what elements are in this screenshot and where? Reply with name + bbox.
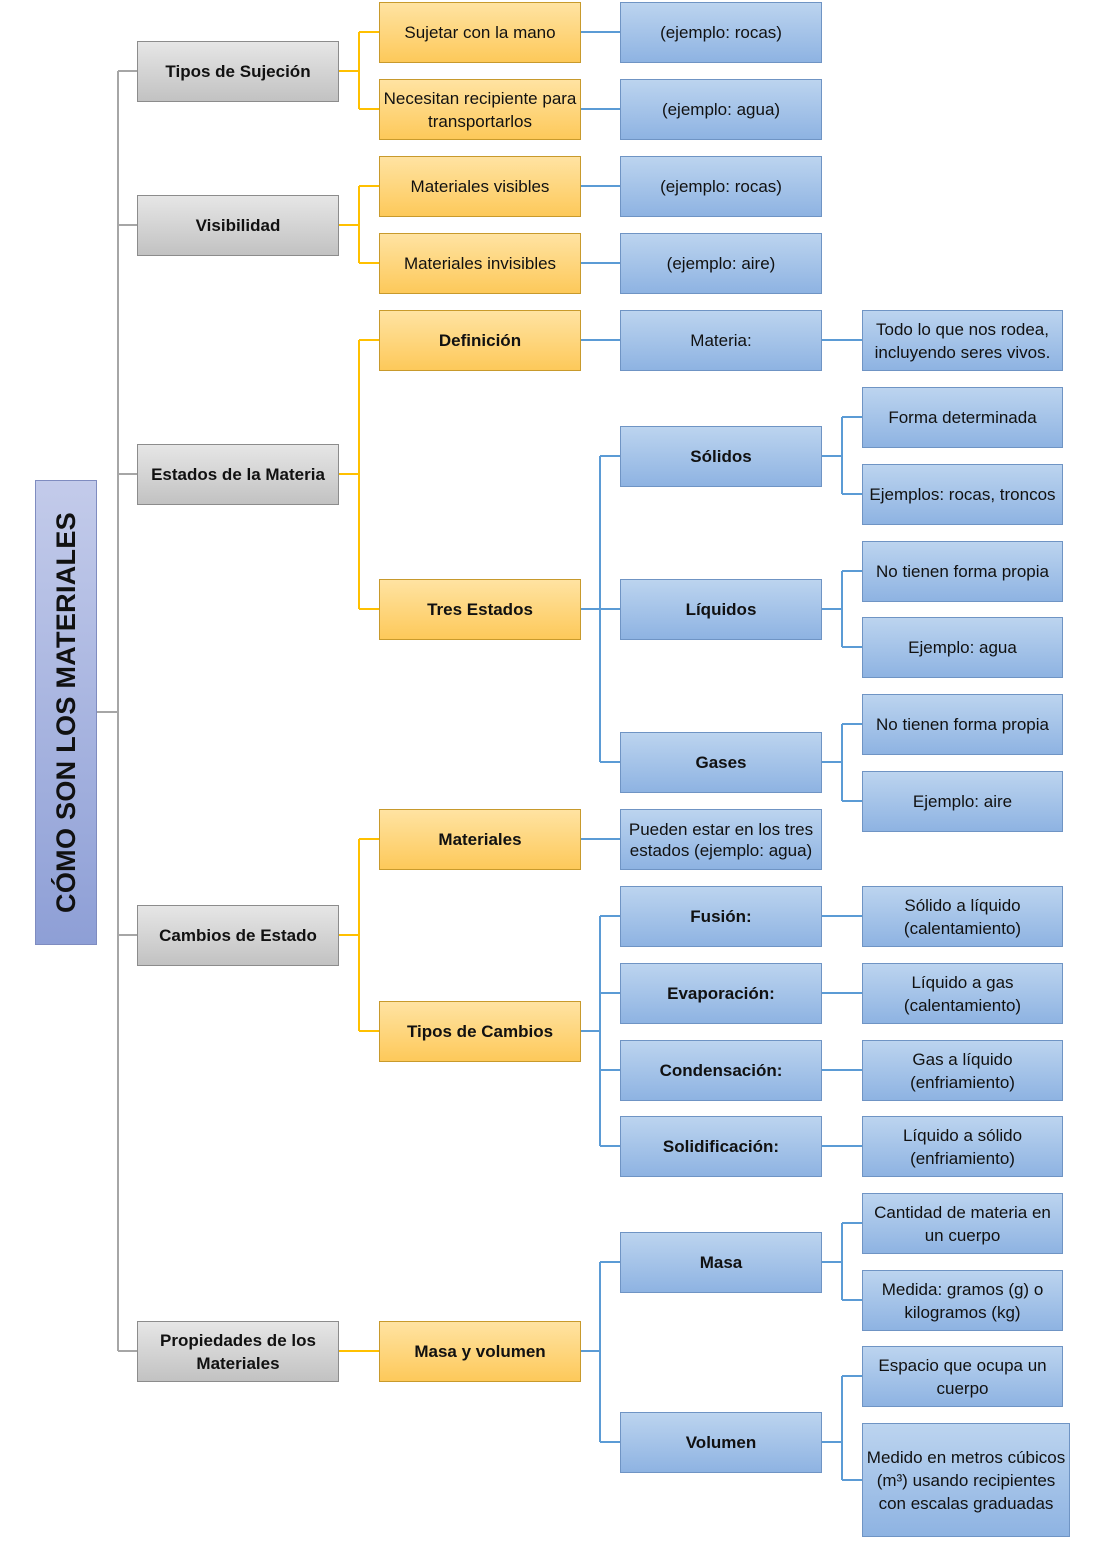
node-ejemplo-rocas-1-label: (ejemplo: rocas) (660, 23, 782, 42)
node-materia-label: Materia: (690, 331, 752, 350)
node-forma-determinada-label: Forma determinada (888, 408, 1037, 427)
node-materia-definicion: Todo lo que nos rodea, incluyendo seres … (862, 310, 1063, 371)
node-ejemplo-agua: (ejemplo: agua) (620, 79, 822, 140)
node-ejemplo-aire: (ejemplo: aire) (620, 233, 822, 294)
node-solidificacion-desc: Líquido a sólido (enfriamiento) (862, 1116, 1063, 1177)
node-medida-gramos-label: Medida: gramos (g) o kilogramos (kg) (881, 1279, 1044, 1322)
node-visibilidad: Visibilidad (137, 195, 339, 256)
node-estados-materia-label: Estados de la Materia (151, 465, 325, 484)
node-tipos-cambios: Tipos de Cambios (379, 1001, 581, 1062)
node-condensacion: Condensación: (620, 1040, 822, 1101)
node-ejemplo-aire-label: (ejemplo: aire) (666, 254, 776, 273)
node-liquidos-forma: No tienen forma propia (862, 541, 1063, 602)
node-masa: Masa (620, 1232, 822, 1293)
node-gases: Gases (620, 732, 822, 793)
node-fusion-label: Fusión: (690, 907, 752, 926)
node-evaporacion-label: Evaporación: (667, 984, 775, 1003)
node-medido-metros: Medido en metros cúbicos (m³) usando rec… (862, 1423, 1070, 1537)
node-materiales: Materiales (379, 809, 581, 870)
node-definicion-label: Definición (438, 331, 522, 350)
node-evaporacion-desc-label: Líquido a gas (calentamiento) (903, 972, 1022, 1015)
node-ejemplos-rocas-troncos: Ejemplos: rocas, troncos (862, 464, 1063, 525)
node-condensacion-desc: Gas a líquido (enfriamiento) (862, 1040, 1063, 1101)
node-medida-gramos: Medida: gramos (g) o kilogramos (kg) (862, 1270, 1063, 1331)
node-materiales-label: Materiales (438, 830, 522, 849)
node-ejemplo-agua-liquidos-label: Ejemplo: agua (908, 638, 1017, 657)
node-volumen-label: Volumen (685, 1433, 757, 1452)
node-evaporacion-desc: Líquido a gas (calentamiento) (862, 963, 1063, 1024)
node-fusion-desc-label: Sólido a líquido (calentamiento) (903, 895, 1022, 938)
node-liquidos: Líquidos (620, 579, 822, 640)
node-cambios-estado: Cambios de Estado (137, 905, 339, 966)
node-cantidad-materia-label: Cantidad de materia en un cuerpo (874, 1202, 1051, 1245)
node-cambios-estado-label: Cambios de Estado (159, 926, 317, 945)
node-masa-volumen-label: Masa y volumen (414, 1342, 546, 1361)
node-masa-label: Masa (699, 1253, 743, 1272)
node-liquidos-forma-label: No tienen forma propia (876, 562, 1049, 581)
node-solidificacion-desc-label: Líquido a sólido (enfriamiento) (902, 1125, 1023, 1168)
node-condensacion-label: Condensación: (659, 1061, 783, 1080)
node-tipos-cambios-label: Tipos de Cambios (406, 1022, 554, 1041)
node-solidos: Sólidos (620, 426, 822, 487)
node-materia-definicion-label: Todo lo que nos rodea, incluyendo seres … (874, 319, 1051, 362)
node-materiales-invisibles: Materiales invisibles (379, 233, 581, 294)
node-medido-metros-label: Medido en metros cúbicos (m³) usando rec… (866, 1447, 1066, 1513)
node-materiales-visibles-label: Materiales visibles (410, 177, 550, 196)
node-fusion: Fusión: (620, 886, 822, 947)
node-cantidad-materia: Cantidad de materia en un cuerpo (862, 1193, 1063, 1254)
node-pueden-estar-label: Pueden estar en los tres estados (ejempl… (628, 819, 814, 860)
node-pueden-estar: Pueden estar en los tres estados (ejempl… (620, 809, 822, 870)
node-espacio-ocupa-label: Espacio que ocupa un cuerpo (878, 1355, 1047, 1398)
node-fusion-desc: Sólido a líquido (calentamiento) (862, 886, 1063, 947)
node-liquidos-label: Líquidos (685, 600, 757, 619)
node-ejemplo-agua-label: (ejemplo: agua) (661, 100, 781, 119)
node-ejemplo-aire-gases: Ejemplo: aire (862, 771, 1063, 832)
node-tipos-sujecion-label: Tipos de Sujeción (165, 62, 311, 81)
node-estados-materia: Estados de la Materia (137, 444, 339, 505)
node-tipos-sujecion: Tipos de Sujeción (137, 41, 339, 102)
node-materiales-invisibles-label: Materiales invisibles (403, 254, 557, 273)
node-ejemplo-rocas-1: (ejemplo: rocas) (620, 2, 822, 63)
node-tres-estados-label: Tres Estados (427, 600, 533, 619)
node-ejemplo-rocas-2-label: (ejemplo: rocas) (660, 177, 782, 196)
node-espacio-ocupa: Espacio que ocupa un cuerpo (862, 1346, 1063, 1407)
node-tres-estados: Tres Estados (379, 579, 581, 640)
node-definicion: Definición (379, 310, 581, 371)
node-solidificacion: Solidificación: (620, 1116, 822, 1177)
node-materia: Materia: (620, 310, 822, 371)
node-forma-determinada: Forma determinada (862, 387, 1063, 448)
root-title-text: CÓMO SON LOS MATERIALES (50, 512, 81, 913)
node-sujetar-mano: Sujetar con la mano (379, 2, 581, 63)
node-gases-forma-label: No tienen forma propia (876, 715, 1049, 734)
node-propiedades-materiales: Propiedades de los Materiales (137, 1321, 339, 1382)
node-ejemplo-rocas-2: (ejemplo: rocas) (620, 156, 822, 217)
node-sujetar-mano-label: Sujetar con la mano (404, 23, 556, 42)
node-condensacion-desc-label: Gas a líquido (enfriamiento) (910, 1049, 1015, 1092)
node-propiedades-materiales-label: Propiedades de los Materiales (160, 1330, 316, 1373)
node-masa-volumen: Masa y volumen (379, 1321, 581, 1382)
node-solidos-label: Sólidos (690, 447, 752, 466)
node-evaporacion: Evaporación: (620, 963, 822, 1024)
root-title: CÓMO SON LOS MATERIALES (35, 480, 97, 945)
node-materiales-visibles: Materiales visibles (379, 156, 581, 217)
node-gases-forma: No tienen forma propia (862, 694, 1063, 755)
node-necesitan-recipiente: Necesitan recipiente para transportarlos (379, 79, 581, 140)
node-visibilidad-label: Visibilidad (195, 216, 281, 235)
node-necesitan-recipiente-label: Necesitan recipiente para transportarlos (383, 88, 577, 131)
node-solidificacion-label: Solidificación: (662, 1137, 780, 1156)
node-ejemplo-agua-liquidos: Ejemplo: agua (862, 617, 1063, 678)
node-ejemplos-rocas-troncos-label: Ejemplos: rocas, troncos (869, 485, 1056, 504)
node-gases-label: Gases (695, 753, 747, 772)
node-volumen: Volumen (620, 1412, 822, 1473)
node-ejemplo-aire-gases-label: Ejemplo: aire (912, 792, 1013, 811)
